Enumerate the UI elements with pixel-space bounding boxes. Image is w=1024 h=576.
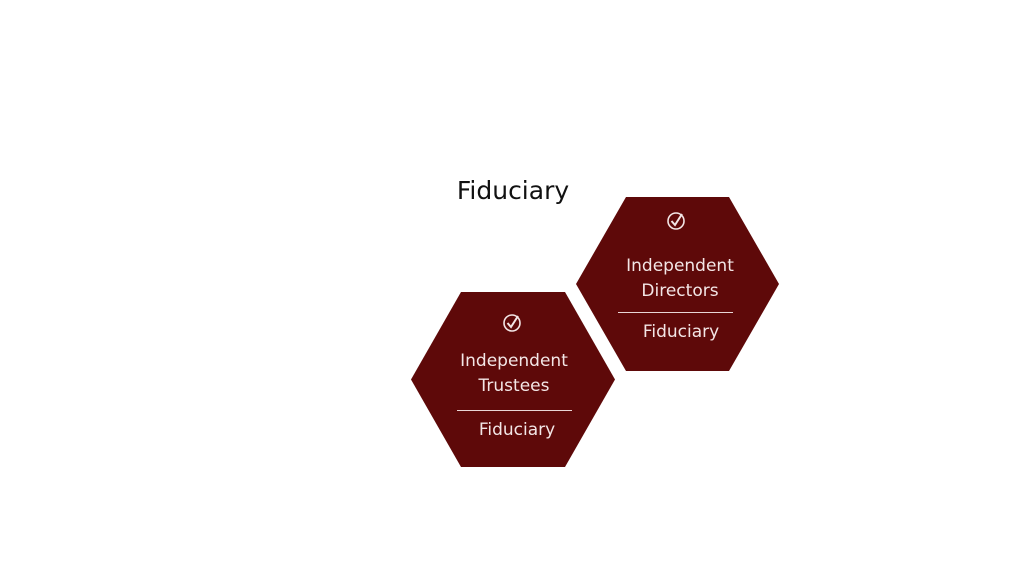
- hexagon-label: Fiduciary: [478, 420, 556, 440]
- hexagon-label: Fiduciary: [642, 322, 720, 342]
- check-circle-icon: [667, 212, 685, 230]
- hexagon-title-line2: Directors: [641, 281, 719, 301]
- hexagon-title-line2: Trustees: [478, 376, 550, 396]
- hexagon-title-line1: Independent: [460, 351, 568, 371]
- check-circle-icon: [503, 314, 521, 332]
- hexagon-shape: [576, 197, 779, 371]
- divider: [618, 312, 733, 313]
- hexagon-shape: [411, 292, 615, 467]
- divider: [457, 410, 572, 411]
- hexagon-title-line1: Independent: [626, 256, 734, 276]
- diagram-title: Fiduciary: [456, 176, 570, 205]
